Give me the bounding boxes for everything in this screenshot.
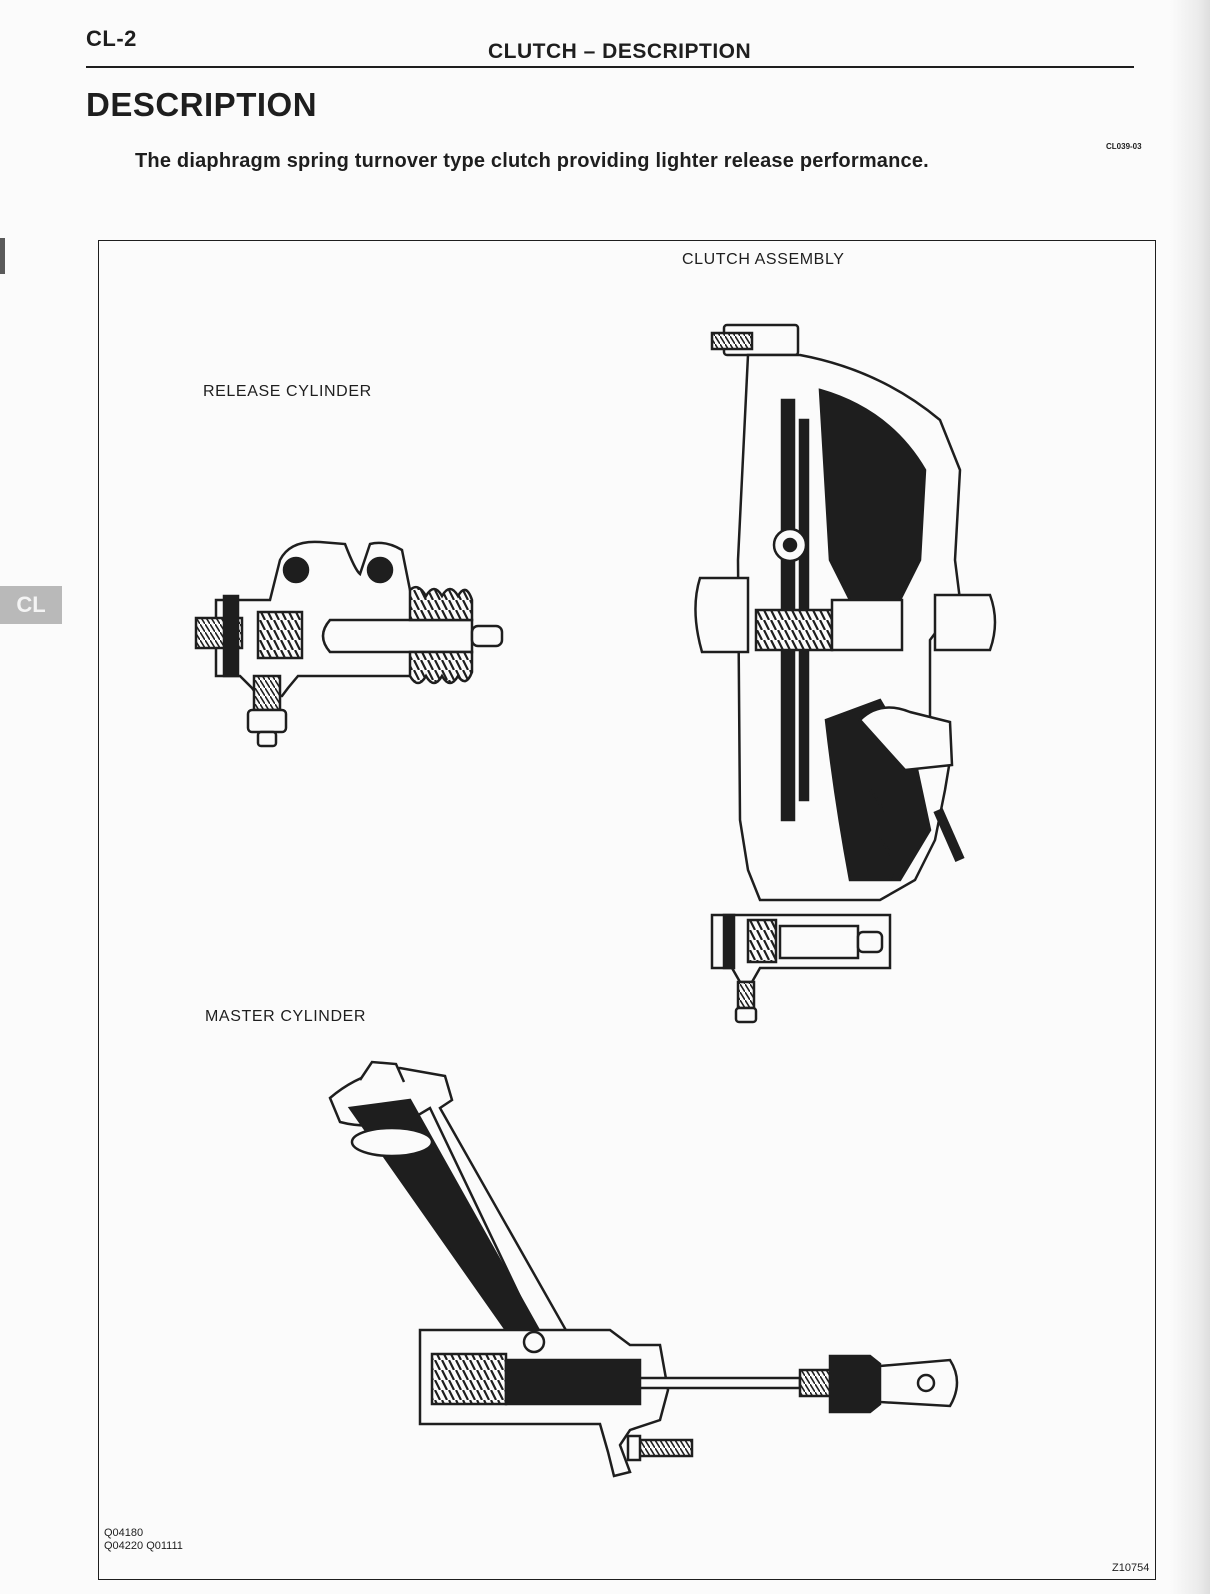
header-rule xyxy=(86,66,1134,68)
section-side-tab[interactable]: CL xyxy=(0,586,62,624)
page-title: DESCRIPTION xyxy=(86,86,318,123)
clutch-assembly-drawing xyxy=(694,323,997,1024)
intro-text: The diaphragm spring turnover type clutc… xyxy=(135,150,929,172)
page-number: CL-2 xyxy=(86,26,137,51)
clutch-assembly-label: CLUTCH ASSEMBLY xyxy=(682,251,845,268)
running-head: CLUTCH – DESCRIPTION xyxy=(488,40,752,63)
page-edge-shadow xyxy=(1170,0,1210,1594)
master-cylinder-label: MASTER CYLINDER xyxy=(205,1008,367,1025)
figure-reference-codes: Q04180 Q04220 Q01111 xyxy=(104,1527,183,1553)
master-cylinder-drawing xyxy=(328,1060,959,1478)
figure-code-line-2: Q04220 Q01111 xyxy=(104,1540,183,1552)
figure-code-line-1: Q04180 xyxy=(104,1527,144,1539)
document-code: CL039-03 xyxy=(1106,142,1142,151)
binding-edge-mark xyxy=(0,238,5,274)
figure-id: Z10754 xyxy=(1112,1562,1150,1574)
release-cylinder-label: RELEASE CYLINDER xyxy=(203,383,372,400)
figure-frame xyxy=(98,240,1156,1580)
release-cylinder-drawing xyxy=(194,540,504,748)
